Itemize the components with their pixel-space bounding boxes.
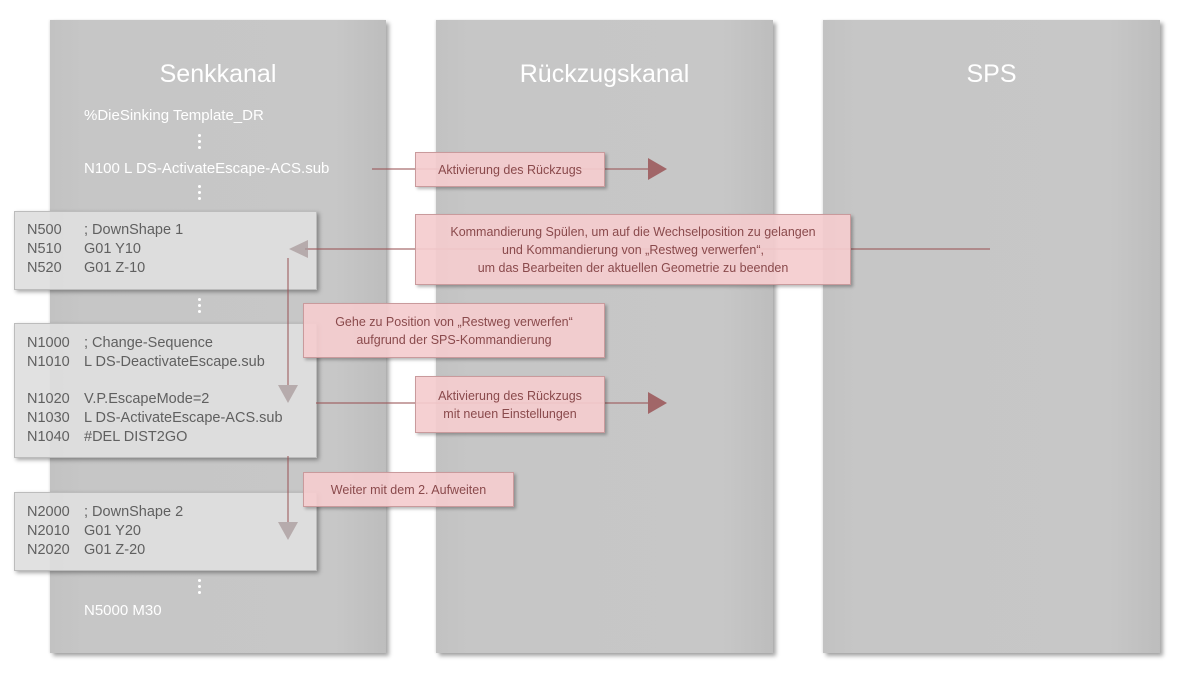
note-text: mit neuen Einstellungen [443,406,577,421]
line-number: N1020 [27,391,70,407]
program-line-n100: N100 L DS-ActivateEscape-ACS.sub [84,160,330,177]
line-command: ; DownShape 1 [84,222,184,238]
ellipsis-icon [198,134,202,152]
line-number: N1000 [27,335,70,351]
note-text: Weiter mit dem 2. Aufweiten [330,482,487,497]
code-line: N2000 ; DownShape 2 [27,504,183,520]
ellipsis-icon [198,579,202,597]
ellipsis-icon [198,185,202,203]
code-line: N1000 ; Change-Sequence [27,335,213,351]
code-block-change-sequence: N1000 ; Change-Sequence N1010 L DS-Deactiv… [14,323,317,458]
code-line: N1020 V.P.EscapeMode=2 [27,391,209,407]
program-end: N5000 M30 [84,602,162,619]
line-command: ; Change-Sequence [84,335,213,351]
line-number: N2010 [27,523,70,539]
line-command: V.P.EscapeMode=2 [84,391,210,407]
note-text: Kommandierung Spülen, um auf die Wechsel… [450,224,816,239]
note-text: aufgrund der SPS-Kommandierung [356,332,552,347]
program-header: %DieSinking Template_DR [84,107,264,124]
code-line: N510 G01 Y10 [27,241,141,257]
note-text: Aktivierung des Rückzugs [438,388,582,403]
line-number: N510 [27,241,62,257]
code-block-downshape-2: N2000 ; DownShape 2 N2010 G01 Y20 N2020 G01… [14,492,317,571]
note-activate-escape: Aktivierung des Rückzugs [415,152,605,187]
code-line: N1010 L DS-DeactivateEscape.sub [27,354,265,370]
ellipsis-icon [198,298,202,316]
line-number: N1010 [27,354,70,370]
line-command: G01 Y10 [84,241,141,257]
line-number: N2020 [27,542,70,558]
note-text: Aktivierung des Rückzugs [438,162,582,177]
line-command: G01 Z-20 [84,542,146,558]
senkkanal-title: Senkkanal [159,60,277,88]
note-text: und Kommandierung von „Restweg verwerfen… [502,242,764,257]
code-line: N500 ; DownShape 1 [27,222,183,238]
note-continue-widening: Weiter mit dem 2. Aufweiten [303,472,514,507]
code-line: N2010 G01 Y20 [27,523,141,539]
code-line: N1030 L DS-ActivateEscape-ACS.sub [27,410,283,426]
line-number: N1040 [27,429,70,445]
line-number: N520 [27,260,62,276]
line-command: #DEL DIST2GO [84,429,188,445]
note-command-flush: Kommandierung Spülen, um auf die Wechsel… [415,214,851,285]
line-number: N500 [27,222,62,238]
rueckzugskanal-title: Rückzugskanal [519,60,690,88]
line-command: L DS-DeactivateEscape.sub [84,354,265,370]
line-command: ; DownShape 2 [84,504,184,520]
note-goto-position: Gehe zu Position von „Restweg verwerfen“… [303,303,605,358]
sps-title: SPS [966,60,1017,88]
line-number: N1030 [27,410,70,426]
code-line: N1040 #DEL DIST2GO [27,429,187,445]
line-number: N2000 [27,504,70,520]
code-line: N2020 G01 Z-20 [27,542,145,558]
line-command: G01 Z-10 [84,260,146,276]
line-command: L DS-ActivateEscape-ACS.sub [84,410,283,426]
sps-column: SPS [823,20,1160,653]
code-block-downshape-1: N500 ; DownShape 1 N510 G01 Y10 N520 G01 Z-… [14,211,317,290]
code-line: N520 G01 Z-10 [27,260,145,276]
note-text: um das Bearbeiten der aktuellen Geometri… [477,260,789,275]
note-activate-new-settings: Aktivierung des Rückzugs mit neuen Einst… [415,376,605,433]
line-command: G01 Y20 [84,523,141,539]
note-text: Gehe zu Position von „Restweg verwerfen“ [335,314,573,329]
